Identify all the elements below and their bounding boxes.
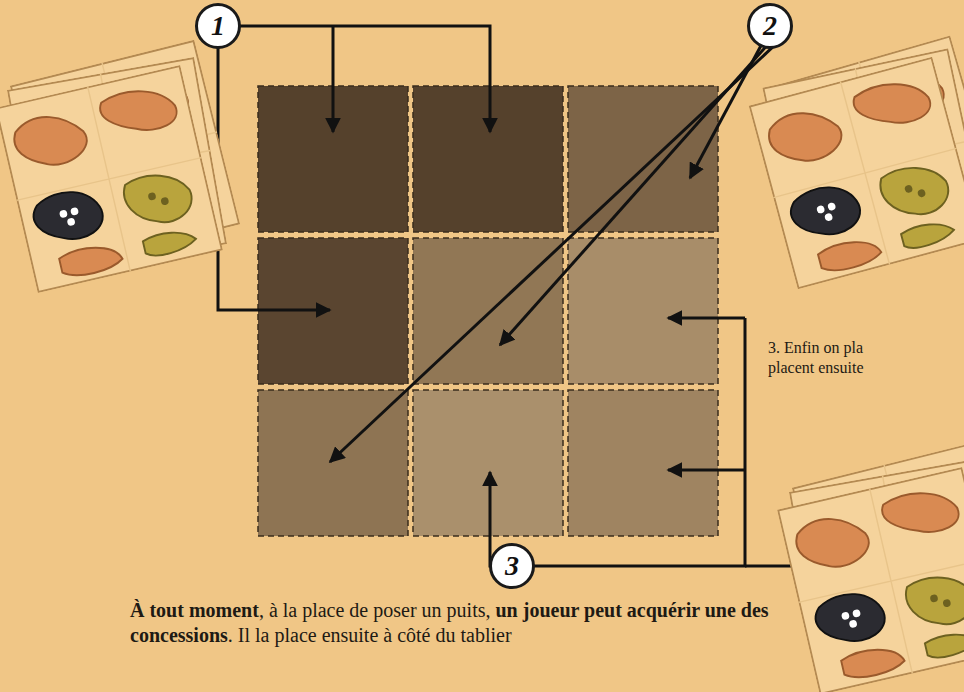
callout-number: 1 [211,12,225,40]
rule-text: . Il la place ensuite à côté du tablier [228,624,512,646]
step-note: 3. Enfin on pla placent ensuite [768,338,886,378]
step-text: 3. Enfin on pla placent ensuite [768,339,864,376]
callout-number: 2 [763,12,777,40]
rule-paragraph: À tout moment, à la place de poser un pu… [130,598,780,648]
leader-arrows [218,26,800,566]
rule-text: À tout moment [130,599,259,621]
tile-stack [0,40,240,293]
callout-circle: 3 [489,543,535,589]
callout-number: 3 [505,552,519,580]
rule-text: , à la place de poser un puits, [259,599,491,621]
callout-circle: 2 [747,3,793,49]
tile-stack [777,442,964,692]
tile-stack [749,35,964,289]
callout-circle: 1 [195,3,241,49]
